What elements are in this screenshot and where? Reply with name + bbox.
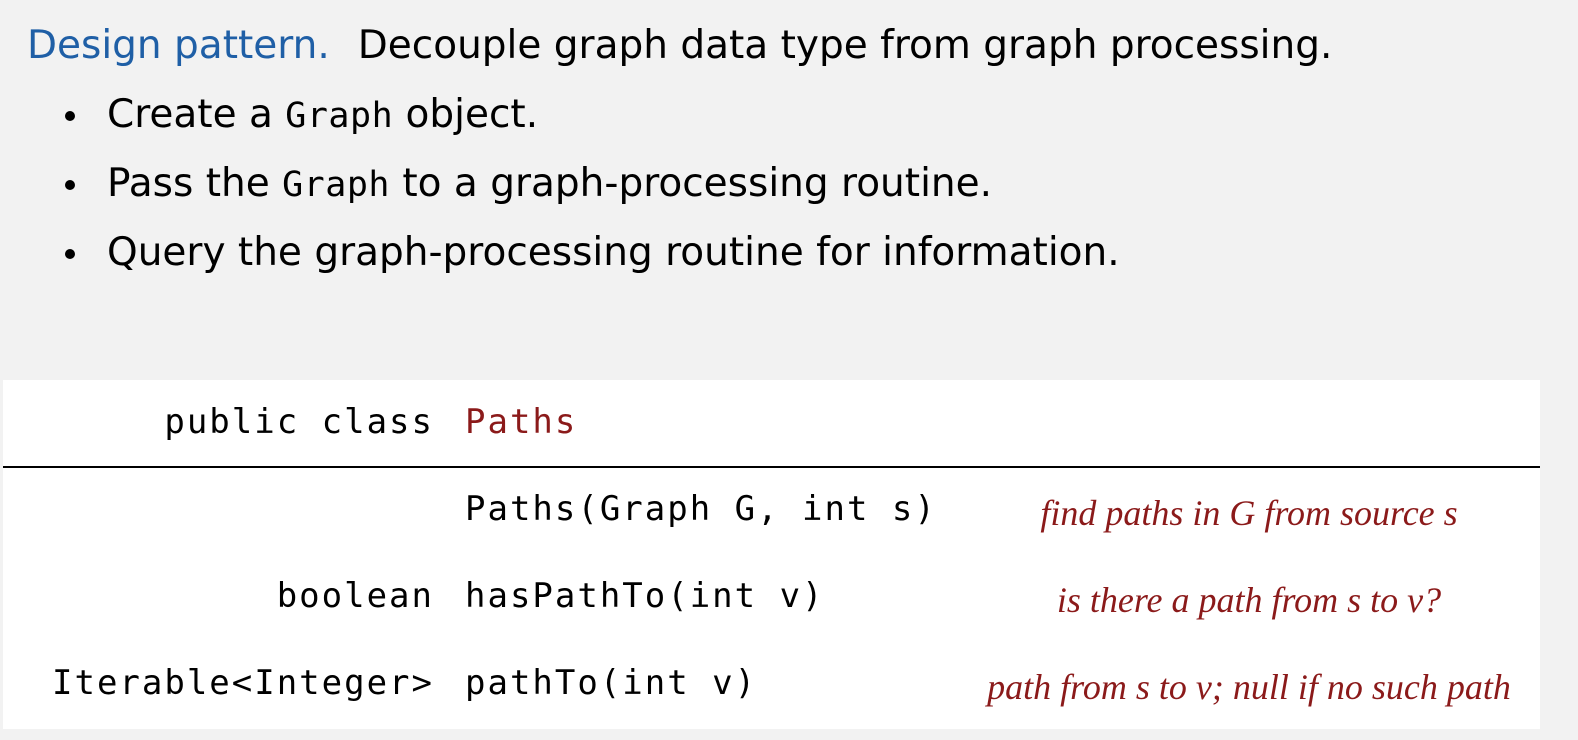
bullet-dot-icon xyxy=(65,249,75,259)
bullet-text: to a graph-processing routine. xyxy=(389,161,993,206)
header-divider xyxy=(3,466,1540,468)
bullet-text: object. xyxy=(393,92,539,137)
design-pattern-heading: Design pattern. Decouple graph data type … xyxy=(27,18,1332,74)
heading-text: Decouple graph data type from graph proc… xyxy=(357,23,1333,68)
return-type: boolean xyxy=(276,576,434,616)
method-signature: pathTo(int v) xyxy=(465,663,758,703)
method-signature: Paths(Graph G, int s) xyxy=(465,489,937,529)
method-signature: hasPathTo(int v) xyxy=(465,576,825,616)
bullet-text: Query the graph-processing routine for i… xyxy=(107,230,1120,275)
bullet-code: Graph xyxy=(285,96,394,136)
class-name: Paths xyxy=(465,402,578,442)
bullet-dot-icon xyxy=(65,180,75,190)
bullet-code: Graph xyxy=(282,165,390,205)
bullet-list: Create a Graph object. Pass the Graph to… xyxy=(62,84,1120,291)
method-description: find paths in G from source s xyxy=(1040,493,1458,533)
bullet-text: Create a xyxy=(107,92,286,137)
method-description: is there a path from s to v? xyxy=(1056,580,1442,620)
class-signature-prefix: public class xyxy=(164,402,434,442)
api-table: public class Paths Paths(Graph G, int s)… xyxy=(3,380,1540,729)
return-type: Iterable<Integer> xyxy=(52,663,434,703)
method-description: path from s to v; null if no such path xyxy=(987,667,1511,707)
heading-lead: Design pattern. xyxy=(27,23,330,68)
bullet-text: Pass the xyxy=(107,161,283,206)
bullet-item: Create a Graph object. xyxy=(62,84,1120,153)
bullet-item: Pass the Graph to a graph-processing rou… xyxy=(62,153,1120,222)
bullet-item: Query the graph-processing routine for i… xyxy=(62,222,1120,291)
bullet-dot-icon xyxy=(65,111,75,121)
